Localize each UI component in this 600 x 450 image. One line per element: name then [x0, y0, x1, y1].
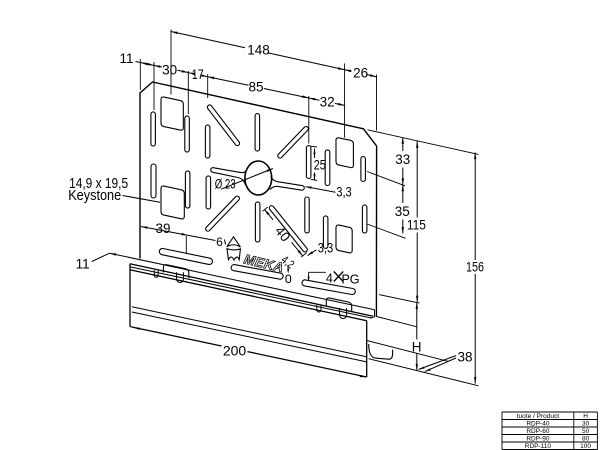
svg-text:RDP-40: RDP-40: [526, 420, 550, 427]
svg-text:80: 80: [582, 435, 590, 442]
svg-text:RDP-110: RDP-110: [525, 443, 552, 450]
svg-text:6: 6: [216, 235, 223, 249]
svg-text:33: 33: [395, 152, 410, 167]
svg-text:32: 32: [320, 94, 335, 109]
svg-text:26: 26: [353, 66, 368, 81]
svg-text:148: 148: [247, 42, 270, 57]
svg-text:RDP-90: RDP-90: [526, 435, 550, 442]
svg-text:115: 115: [407, 218, 426, 233]
svg-text:Ø 23: Ø 23: [215, 176, 236, 191]
svg-text:Keystone: Keystone: [68, 187, 121, 204]
svg-text:tuote / Product: tuote / Product: [517, 413, 559, 420]
svg-text:40: 40: [272, 223, 293, 244]
svg-text:PG: PG: [341, 273, 359, 287]
svg-text:4: 4: [326, 271, 333, 285]
svg-text:25: 25: [314, 158, 326, 173]
svg-text:30: 30: [582, 420, 590, 427]
svg-text:38: 38: [457, 350, 472, 365]
svg-text:17: 17: [192, 67, 204, 82]
svg-text:50: 50: [582, 428, 590, 435]
svg-text:14,9 x 19,5: 14,9 x 19,5: [69, 175, 128, 192]
svg-text:3,3: 3,3: [336, 185, 352, 200]
svg-text:100: 100: [580, 443, 591, 450]
svg-text:11: 11: [76, 257, 90, 272]
svg-text:RDP-60: RDP-60: [526, 428, 550, 435]
svg-text:11: 11: [119, 51, 133, 66]
svg-text:30: 30: [162, 62, 177, 77]
svg-text:H: H: [583, 413, 588, 420]
svg-text:H: H: [412, 339, 422, 354]
svg-text:85: 85: [248, 80, 263, 95]
svg-text:156: 156: [466, 260, 484, 275]
svg-text:39: 39: [155, 221, 170, 236]
svg-text:3,3: 3,3: [318, 241, 334, 256]
svg-text:200: 200: [223, 343, 247, 359]
svg-text:35: 35: [395, 204, 410, 219]
